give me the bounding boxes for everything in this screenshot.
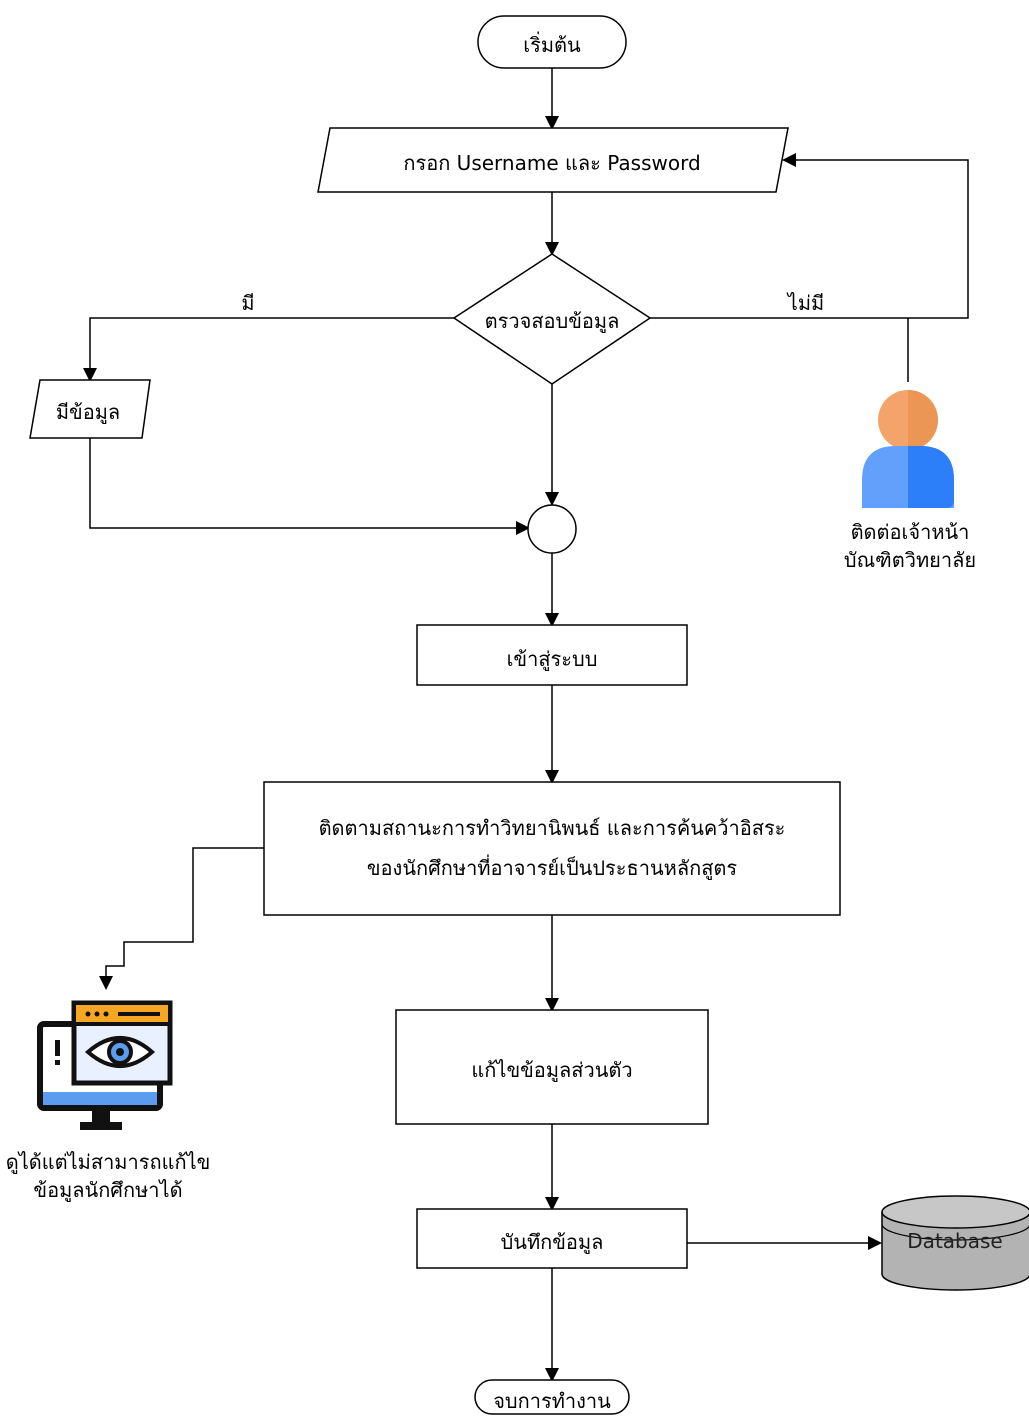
save-data-label: บันทึกข้อมูล	[500, 1230, 604, 1254]
check-decision-label: ตรวจสอบข้อมูล	[484, 309, 620, 333]
login-input-shape	[317, 127, 789, 193]
has-data-shape	[29, 379, 151, 439]
view-only-line1: ดูได้แต่ไม่สามารถแก้ไข	[5, 1150, 211, 1174]
end-label: จบการทำงาน	[493, 1389, 611, 1413]
view-only-line2: ข้อมูลนักศึกษาได้	[33, 1178, 183, 1202]
edge-track-to-view-only	[99, 847, 264, 990]
junction-circle	[527, 504, 577, 554]
yes-edge-label: มี	[241, 291, 255, 315]
user-icon	[862, 390, 954, 508]
no-edge-label: ไม่มี	[787, 291, 825, 315]
enter-system-box	[416, 624, 688, 686]
track-status-line1: ติดตามสถานะการทำวิทยานิพนธ์ และการค้นคว้…	[318, 816, 786, 840]
contact-staff-line1: ติดต่อเจ้าหน้า	[850, 520, 970, 544]
enter-system-label: เข้าสู่ระบบ	[506, 647, 598, 671]
contact-staff-label: ติดต่อเจ้าหน้า บัณฑิตวิทยาลัย	[844, 518, 976, 574]
database-label: Database	[907, 1229, 1003, 1253]
edit-personal-label: แก้ไขข้อมูลส่วนตัว	[471, 1058, 633, 1082]
track-status-box	[263, 781, 841, 916]
contact-staff-line2: บัณฑิตวิทยาลัย	[843, 548, 977, 572]
monitor-eye-icon	[37, 1000, 173, 1130]
edit-personal-box	[395, 1009, 709, 1125]
edge-yes-to-has-data	[83, 317, 454, 382]
login-input-label: กรอก Username และ Password	[403, 151, 701, 175]
save-data-box	[416, 1208, 688, 1269]
track-status-label: ติดตามสถานะการทำวิทยานิพนธ์ และการค้นคว้…	[319, 808, 786, 888]
has-data-label: มีข้อมูล	[55, 400, 121, 424]
end-terminator	[474, 1379, 630, 1415]
view-only-label: ดูได้แต่ไม่สามารถแก้ไข ข้อมูลนักศึกษาได้	[6, 1148, 211, 1204]
track-status-line2: ของนักศึกษาที่อาจารย์เป็นประธานหลักสูตร	[366, 856, 738, 880]
start-label: เริ่มต้น	[523, 33, 581, 57]
database-icon	[881, 1195, 1029, 1291]
edge-has-data-to-junction	[89, 438, 530, 535]
edge-no-to-input	[650, 153, 969, 319]
